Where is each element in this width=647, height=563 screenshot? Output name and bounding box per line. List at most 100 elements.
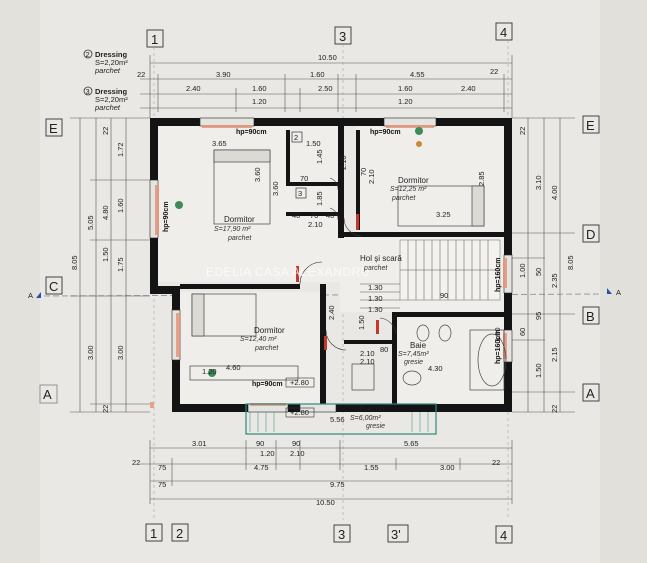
- axis-box-3p-bottom: [387, 524, 409, 543]
- int-dim-16: 1.30: [368, 294, 383, 303]
- legend-floor-1: parchet: [94, 66, 121, 75]
- level-mark-2: +2.80: [290, 408, 309, 417]
- right-dimension-texts: 22 3.10 4.00 8.05 1.00 50 2.35 95 60 2.1…: [518, 127, 575, 413]
- plant-icon: [415, 127, 423, 135]
- bed-dorm3-head: [191, 293, 205, 337]
- toilet: [416, 324, 430, 342]
- axis-box-4-bottom: [495, 525, 513, 544]
- room-balcon-area: S=6,00m²: [350, 415, 381, 422]
- dressing-markers: 2 3: [291, 131, 307, 199]
- dim-top-r2-3: 2.50: [318, 84, 333, 93]
- axis-label-1-bottom: 1: [150, 526, 157, 541]
- wall-bath-top: [396, 312, 504, 317]
- int-dim-12: 2.10: [367, 169, 376, 184]
- axis-label-4-bottom: 4: [500, 528, 507, 543]
- dim-bottom-total: 10.50: [316, 498, 335, 507]
- dim-bottom-r3-1: 9.75: [330, 480, 345, 489]
- hp-label-1: hp=90cm: [236, 129, 267, 136]
- int-dim-15: 1.30: [368, 283, 383, 292]
- axis-label-A-left: A: [43, 387, 52, 402]
- wall-dress2-bottom: [286, 212, 338, 216]
- int-dim-28: 90: [440, 291, 448, 300]
- room-dormitor-2-name: Dormitor: [398, 176, 429, 185]
- door-dorm2: [343, 217, 363, 237]
- legend-title-1: Dressing: [95, 50, 128, 59]
- room-balcon-floor: gresie: [366, 423, 385, 430]
- hp-label-6: hp=160cm: [495, 330, 502, 364]
- doors: [299, 177, 397, 351]
- axis-box-1-top: [146, 29, 164, 48]
- axis-label-3-bottom: 3: [338, 527, 345, 542]
- door-bath: [379, 317, 397, 335]
- hp-label-4: hp=90cm: [163, 201, 170, 232]
- dim-left-6: 1.75: [116, 257, 125, 272]
- axis-box-B-right: [582, 306, 600, 325]
- dim-top-r2-0: 2.40: [186, 84, 201, 93]
- axis-label-1-top: 1: [151, 32, 158, 47]
- level-mark-1: +2.80: [290, 378, 309, 387]
- legend-marker-3: [83, 86, 93, 96]
- axis-box-D-right: [582, 224, 600, 243]
- dim-left-0: 8.05: [70, 255, 79, 270]
- room-dormitor-3-name: Dormitor: [254, 326, 285, 335]
- plant-icon: [208, 369, 216, 377]
- sink: [402, 370, 422, 386]
- dim-right-11: 22: [550, 405, 559, 413]
- furniture: [189, 149, 507, 391]
- int-dim-22: 4.30: [428, 364, 443, 373]
- legend-marker-2: [83, 49, 93, 59]
- hp-label-5: hp=160cm: [495, 258, 502, 292]
- room-dormitor-1-name: Dormitor: [224, 215, 255, 224]
- bed-dorm1-head: [213, 149, 271, 163]
- room-dormitor-3-floor: parchet: [254, 345, 279, 352]
- dim-top-r2-4: 1.60: [398, 84, 413, 93]
- bathtub: [477, 333, 507, 387]
- dim-right-3: 8.05: [566, 255, 575, 270]
- axis-box-A-right: [582, 383, 600, 402]
- bathtub-frame: [469, 329, 505, 391]
- axis-label-E-right: E: [586, 118, 595, 133]
- int-dim-19: 2.10: [360, 349, 375, 358]
- int-dim-11: 70: [359, 168, 368, 176]
- axis-label-4-top: 4: [500, 25, 507, 40]
- dim-left-10: 22: [101, 405, 110, 413]
- axis-box-1-bottom: [145, 523, 163, 542]
- wall-hall-wc: [344, 340, 392, 344]
- dim-bottom-r2-0: 22: [132, 458, 140, 467]
- dim-bottom-r2-2: 4.75: [254, 463, 269, 472]
- dim-top-r2-1: 1.60: [252, 84, 267, 93]
- legend-marker-2-label: 2: [86, 50, 90, 59]
- axis-label-C-left: C: [49, 279, 58, 294]
- door-dressing1: [329, 177, 339, 191]
- hp-label-3: hp=90cm: [252, 381, 283, 388]
- dim-right-10: 1.50: [534, 363, 543, 378]
- room-dormitor-2-area: S=12,25 m²: [390, 186, 427, 193]
- dim-right-8: 60: [518, 328, 527, 336]
- left-dimension-lines: [70, 117, 150, 413]
- axis-box-3-bottom: [333, 524, 351, 543]
- int-dim-17: 1.30: [368, 305, 383, 314]
- bottom-dimension-lines: [140, 440, 513, 504]
- dim-top-r2-6: 2.40: [461, 84, 476, 93]
- dim-left-1: 5.05: [86, 215, 95, 230]
- room-dormitor-3-area: S=12,40 m²: [240, 336, 277, 343]
- room-balcon-name: Balcon: [360, 404, 384, 413]
- door-dorm3: [325, 329, 347, 351]
- dim-top-r1-3: 4.55: [410, 70, 425, 79]
- axis-box-C-left: [45, 276, 63, 295]
- int-dim-18: 2.40: [327, 305, 336, 320]
- wall-hol-top: [344, 232, 504, 237]
- int-dim-3: 3.60: [271, 181, 280, 196]
- axis-box-A-left: [39, 384, 58, 404]
- dim-top-r2-5: 1.20: [398, 97, 413, 106]
- dim-bottom-r1-0: 3.01: [192, 439, 207, 448]
- dim-left-2: 4.80: [101, 205, 110, 220]
- top-dimension-texts: 10.50 22 3.90 1.60 4.55 22 2.40 1.60 1.2…: [137, 53, 498, 106]
- dressing-marker-2: 2: [294, 133, 298, 142]
- room-baie-area: S=7,45m²: [398, 351, 429, 358]
- int-dim-26: 3.60: [253, 167, 262, 182]
- section-label-right: A: [616, 288, 621, 297]
- int-dim-6: 70: [300, 174, 308, 183]
- legend-area-1: S=2,20m²: [95, 58, 128, 67]
- dim-left-7: 3.00: [86, 345, 95, 360]
